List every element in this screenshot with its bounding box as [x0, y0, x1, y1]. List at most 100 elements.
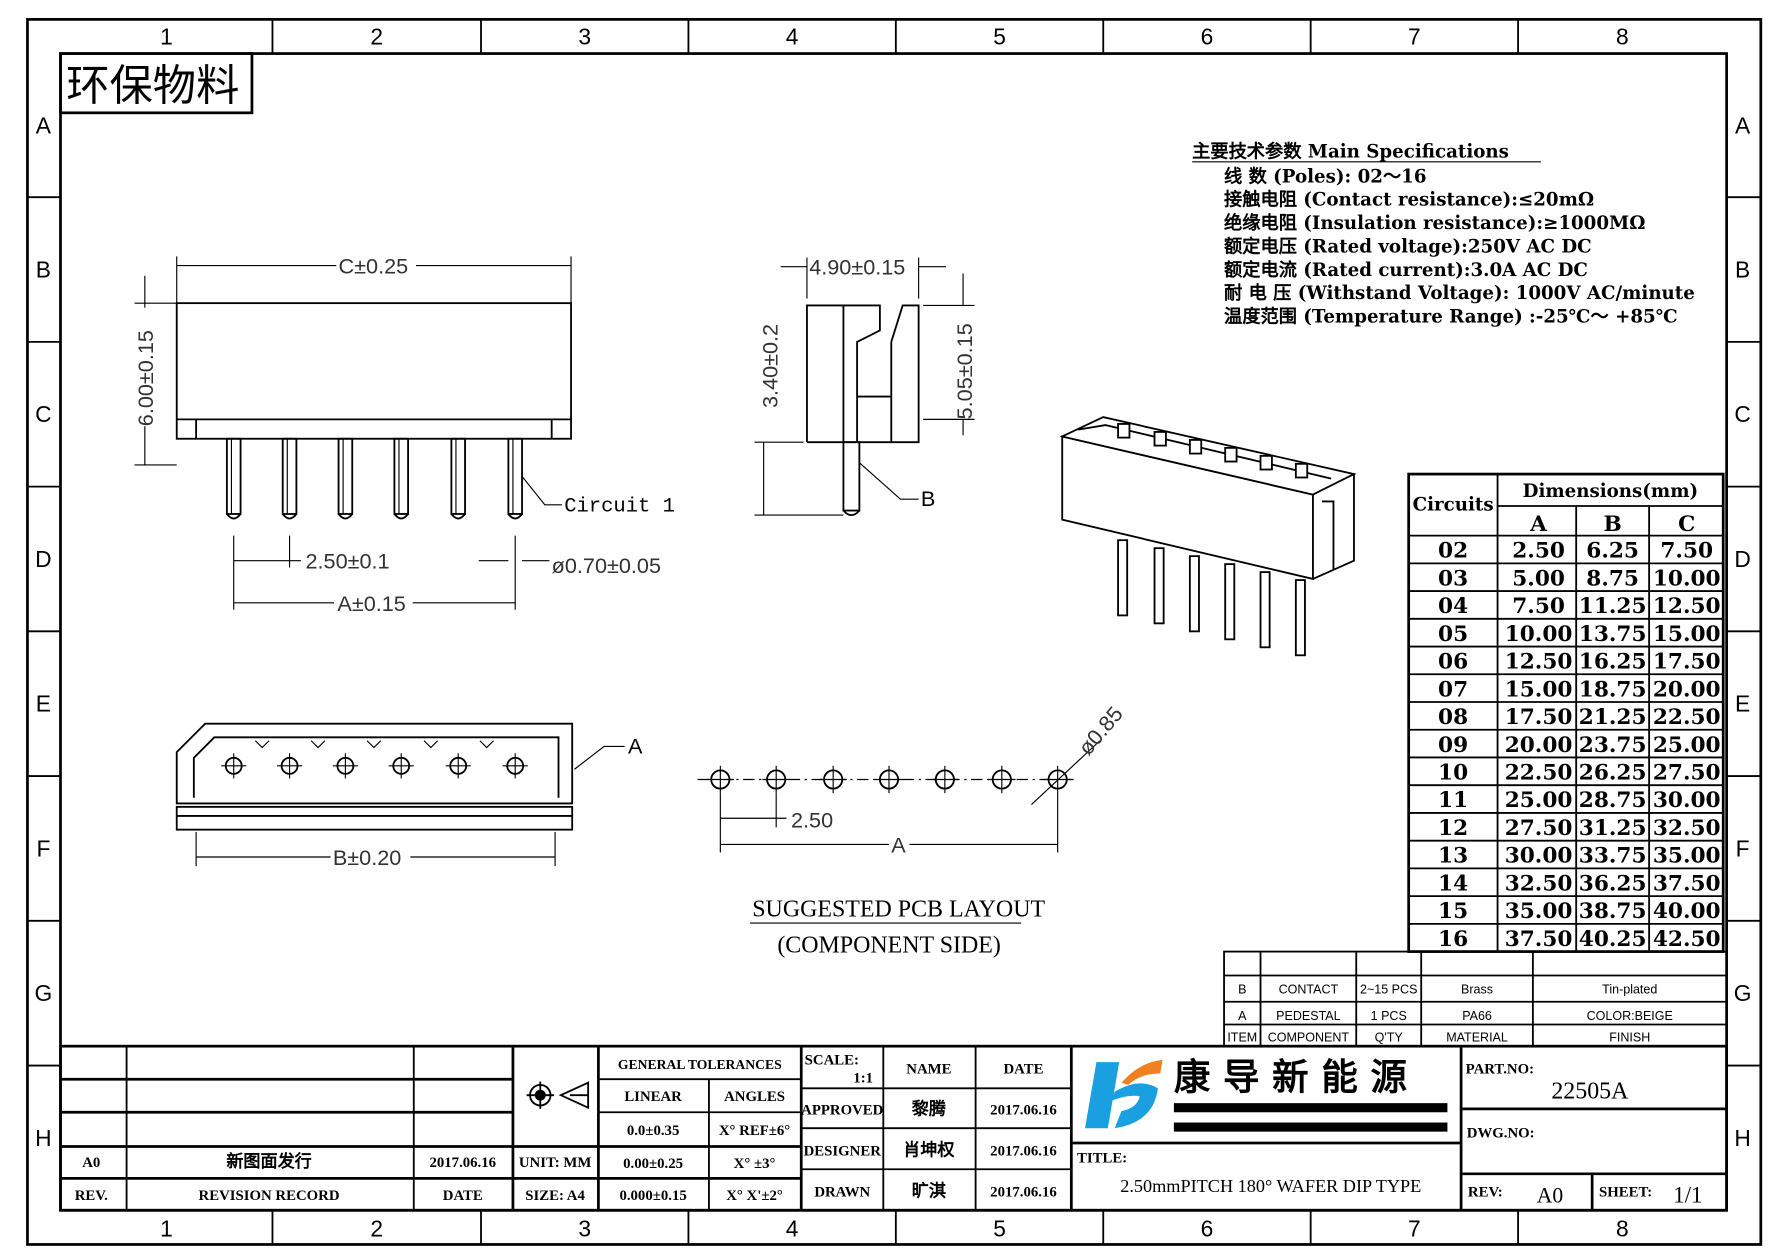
circuit-cell: 13 [1438, 844, 1468, 869]
dimension-cell: 28.75 [1579, 788, 1647, 813]
scale-value: 1:1 [853, 1071, 873, 1087]
label-a: A [628, 733, 643, 758]
dimension-cell: 35.00 [1505, 899, 1573, 924]
material-cell: 1 PCS [1371, 1009, 1407, 1023]
dim-pcb-pitch: 2.50 [791, 807, 833, 832]
column-label: 2 [370, 1215, 383, 1241]
column-label: 1 [160, 1215, 173, 1241]
iso-contact [1153, 431, 1167, 447]
col-a-header: A [1529, 512, 1548, 537]
circuit-cell: 08 [1438, 705, 1468, 730]
approval-name: 肖坤权 [903, 1140, 955, 1160]
dwg-no-label: DWG.NO: [1467, 1125, 1535, 1141]
circuit-cell: 12 [1438, 816, 1468, 841]
svg-text:环保物料: 环保物料 [66, 61, 239, 111]
circuit-cell: 11 [1438, 788, 1468, 813]
approval-date: 2017.06.16 [990, 1103, 1057, 1119]
row-label: E [36, 691, 51, 717]
column-label: 8 [1616, 1215, 1629, 1241]
dim-pin: ø0.70±0.05 [552, 553, 661, 578]
row-label: A [1735, 112, 1751, 138]
material-cell: 2~15 PCS [1360, 983, 1417, 997]
dimension-cell: 25.00 [1505, 788, 1573, 813]
approval-name: 旷淇 [912, 1181, 946, 1201]
rev-value: A0 [82, 1155, 100, 1171]
dimensions-header: Dimensions(mm) [1523, 481, 1698, 502]
dimension-cell: 27.50 [1653, 760, 1721, 785]
material-cell: COLOR:BEIGE [1587, 1009, 1673, 1023]
pcb-layout: 2.50 A ø0.85 SUGGESTED PCB LAYOUT (COMPO… [697, 701, 1128, 959]
circuit-cell: 15 [1438, 899, 1468, 924]
row-label: H [35, 1125, 51, 1151]
linear-header: LINEAR [624, 1089, 682, 1105]
dimension-cell: 20.00 [1653, 677, 1721, 702]
circuit-cell: 16 [1438, 927, 1468, 952]
column-label: 5 [993, 23, 1006, 49]
dimension-cell: 23.75 [1579, 733, 1647, 758]
main-specifications: 主要技术参数 Main Specifications 线 数 (Poles): … [1192, 140, 1695, 327]
spec-line: 接触电阻 (Contact resistance):≤20mΩ [1224, 189, 1594, 211]
label-b: B [921, 486, 935, 511]
dimension-cell: 17.50 [1653, 650, 1721, 675]
circuit-cell: 10 [1438, 760, 1468, 785]
row-label: E [1735, 691, 1750, 717]
polarity-notch [423, 740, 439, 749]
iso-contact [1294, 462, 1309, 479]
column-label: 6 [1201, 1215, 1214, 1241]
dim-pitch: 2.50±0.1 [306, 549, 390, 574]
circuits-header: Circuits [1413, 495, 1494, 516]
iso-pin [1188, 555, 1200, 633]
dimension-cell: 40.00 [1653, 899, 1721, 924]
iso-pin [1259, 571, 1271, 649]
size: SIZE: A4 [525, 1188, 585, 1204]
pin-tip [507, 513, 523, 520]
name-header: NAME [906, 1062, 951, 1078]
polarity-notch [310, 740, 326, 749]
pcb-title: SUGGESTED PCB LAYOUT [752, 896, 1045, 922]
dimension-cell: 30.00 [1653, 788, 1721, 813]
dim-a: A±0.15 [337, 591, 405, 616]
spec-line: 线 数 (Poles): 02～16 [1224, 165, 1427, 187]
dimension-cell: 7.50 [1660, 539, 1713, 564]
linear-tolerance: 0.000±0.15 [619, 1188, 686, 1204]
dimension-cell: 30.00 [1505, 844, 1573, 869]
row-label: B [1735, 256, 1750, 282]
material-cell: Tin-plated [1602, 983, 1657, 997]
company-name: 康 导 新 能 源 [1174, 1055, 1408, 1098]
column-label: 4 [786, 1215, 799, 1241]
spec-line: 额定电流 (Rated current):3.0A AC DC [1224, 259, 1588, 281]
circuit-cell: 04 [1438, 594, 1468, 619]
approval-date: 2017.06.16 [990, 1144, 1057, 1160]
dimension-cell: 13.75 [1579, 622, 1647, 647]
circuit-cell: 06 [1438, 650, 1468, 675]
column-label: 7 [1408, 23, 1421, 49]
row-label: A [36, 112, 52, 138]
column-label: 5 [993, 1215, 1006, 1241]
iso-pin [1224, 563, 1236, 641]
dimension-cell: 36.25 [1579, 871, 1647, 896]
pin-tip [393, 513, 409, 520]
circuit-cell: 05 [1438, 622, 1468, 647]
dimension-cell: 6.25 [1586, 539, 1639, 564]
rev-header: REV. [75, 1188, 108, 1204]
dimension-cell: 32.50 [1505, 871, 1573, 896]
front-view: C±0.25 6.00±0.15 2.50±0.1 A±0.15 ø0.70±0… [133, 254, 675, 616]
spec-line: 额定电压 (Rated voltage):250V AC DC [1224, 235, 1592, 257]
column-label: 1 [160, 23, 173, 49]
date-header: DATE [443, 1188, 483, 1204]
dimension-cell: 21.25 [1579, 705, 1647, 730]
dimension-cell: 12.50 [1505, 650, 1573, 675]
iso-pin [1117, 539, 1129, 617]
angle-tolerance: X° X'±2° [726, 1188, 783, 1204]
polarity-notch [366, 740, 382, 749]
material-cell: PEDESTAL [1276, 1009, 1340, 1023]
row-label: C [1734, 401, 1750, 427]
pin [281, 437, 298, 515]
row-label: H [1734, 1125, 1750, 1151]
approval-date: 2017.06.16 [990, 1185, 1057, 1201]
pin [393, 437, 409, 515]
approval-role: APPROVED [801, 1103, 883, 1119]
iso-contact [1224, 446, 1238, 463]
dim-side-pin: 3.40±0.2 [757, 324, 782, 408]
